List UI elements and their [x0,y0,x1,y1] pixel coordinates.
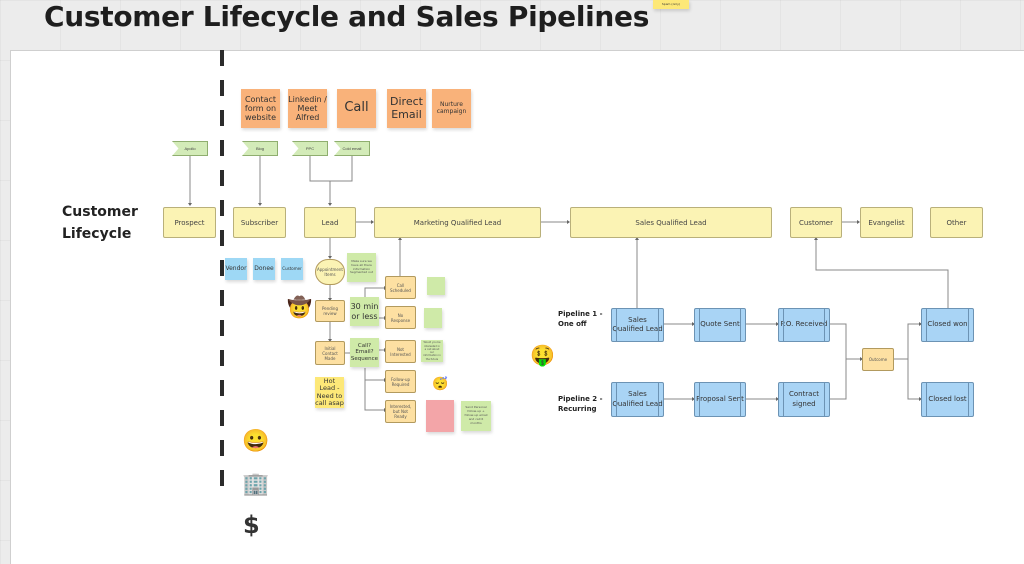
dash-segment [220,140,224,156]
pipeline-1-label: Pipeline 1 - One off [558,310,603,328]
appointment-note[interactable]: Make sure we have all there information … [347,253,376,282]
pipeline-2-step[interactable]: Sales Qualified Lead [611,382,664,417]
thirty-min-note[interactable]: 30 min or less [350,297,379,326]
pending-review-box[interactable]: Pending review [315,300,345,322]
dash-segment [220,110,224,126]
channel-sticky[interactable]: Direct Email [387,89,426,128]
cowboy-emoji-icon: 🤠 [287,297,312,319]
smile-emoji-icon: 😀 [242,428,270,453]
outcome-interested-not-ready[interactable]: Interested, but Not Ready [385,400,416,423]
board-frame [10,50,1024,564]
appointment-oval[interactable]: Appointment Items [315,259,345,285]
lifecycle-label: Customer Lifecycle [62,204,138,242]
building-emoji-icon: 🏢 [242,471,270,496]
top-sticky-note[interactable]: Spam (only) [653,0,689,9]
money-mouth-emoji-icon: 🤑 [530,345,555,367]
not-interested-note[interactable]: Would you be interested in a call about … [421,340,443,362]
dash-segment [220,50,224,66]
stage-subscriber[interactable]: Subscriber [233,207,286,238]
dash-segment [220,380,224,396]
outcome-no-response[interactable]: No Response [385,306,416,329]
dash-segment [220,470,224,486]
lined-note[interactable] [427,277,445,295]
stage-prospect[interactable]: Prospect [163,207,216,238]
closed-lost-box[interactable]: Closed lost [921,382,974,417]
source-tag[interactable]: Blog [242,141,278,156]
hot-lead-note[interactable]: Hot Lead - Need to call asap [315,376,344,408]
initial-contact-box[interactable]: Initial Contact Made [315,341,345,365]
stage-other[interactable]: Other [930,207,983,238]
pipeline-1-step[interactable]: P.O. Received [778,308,830,342]
pipeline-1-step[interactable]: Quote Sent [694,308,746,342]
outcome-follow-up[interactable]: Follow-up Required [385,370,416,393]
contact-type-customer[interactable]: Customer [281,258,303,280]
dash-segment [220,260,224,276]
call-email-note[interactable]: Call? Email? Sequence [350,338,379,367]
stage-sql[interactable]: Sales Qualified Lead [570,207,772,238]
dash-segment [220,350,224,366]
stage-mql[interactable]: Marketing Qualified Lead [374,207,541,238]
contact-type-vendor[interactable]: Vendor [225,258,247,280]
pipeline-2-step[interactable]: Proposal Sent [694,382,746,417]
pipeline-2-step[interactable]: Contract signed [778,382,830,417]
closed-won-box[interactable]: Closed won [921,308,974,342]
dash-segment [220,410,224,426]
dash-segment [220,230,224,246]
channel-sticky[interactable]: Call [337,89,376,128]
stage-evangelist[interactable]: Evangelist [860,207,913,238]
pink-lined-note[interactable] [426,400,454,432]
dash-segment [220,290,224,306]
channel-sticky[interactable]: Contact form on website [241,89,280,128]
pipeline-1-step[interactable]: Sales Qualified Lead [611,308,664,342]
followup-note[interactable]: Send Personal follow-up + follow-up emai… [461,401,491,431]
dash-segment [220,440,224,456]
dollar-icon: $ [243,511,260,539]
pipeline-2-label: Pipeline 2 - Recurring [558,395,603,413]
dash-segment [220,170,224,186]
page-title: Customer Lifecycle and Sales Pipelines [44,0,650,33]
dash-segment [220,80,224,96]
sleepy-emoji-icon: 😴 [432,376,449,391]
stage-lead[interactable]: Lead [304,207,356,238]
outcome-not-interested[interactable]: Not Interested [385,340,416,363]
outcome-box[interactable]: Outcome [862,348,894,371]
channel-sticky[interactable]: Nurture campaign [432,89,471,128]
dash-segment [220,200,224,216]
lined-note[interactable] [424,308,442,328]
contact-type-donee[interactable]: Donee [253,258,275,280]
source-tag[interactable]: Apollo [172,141,208,156]
outcome-call-scheduled[interactable]: Call Scheduled [385,276,416,299]
channel-sticky[interactable]: Linkedin / Meet Alfred [288,89,327,128]
dash-segment [220,320,224,336]
stage-customer[interactable]: Customer [790,207,842,238]
